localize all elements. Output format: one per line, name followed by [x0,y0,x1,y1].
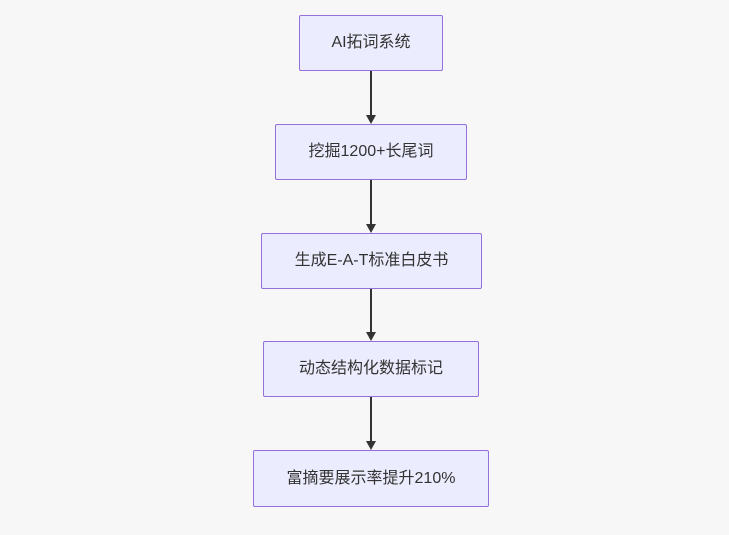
flow-edge-4 [365,397,377,450]
flow-node-label: 生成E-A-T标准白皮书 [294,252,449,269]
arrow-line [370,289,372,332]
arrow-down-icon [366,441,376,450]
flow-node-label: 挖掘1200+长尾词 [308,143,434,160]
arrow-line [370,71,372,115]
flow-node-structured-data: 动态结构化数据标记 [263,341,479,397]
flow-node-label: AI拓词系统 [331,34,411,51]
arrow-down-icon [366,332,376,341]
arrow-down-icon [366,115,376,124]
flow-node-label: 富摘要展示率提升210% [286,469,456,487]
flow-node-eat-whitepaper: 生成E-A-T标准白皮书 [261,233,482,289]
arrow-line [370,397,372,441]
flow-edge-1 [365,71,377,124]
flow-node-ai-word-system: AI拓词系统 [299,15,443,71]
flow-node-longtail-mining: 挖掘1200+长尾词 [275,124,467,180]
arrow-line [370,180,372,224]
flow-edge-3 [365,289,377,341]
arrow-down-icon [366,224,376,233]
flow-node-rich-snippet-result: 富摘要展示率提升210% [253,450,489,507]
flow-edge-2 [365,180,377,233]
flow-node-label: 动态结构化数据标记 [298,360,443,377]
